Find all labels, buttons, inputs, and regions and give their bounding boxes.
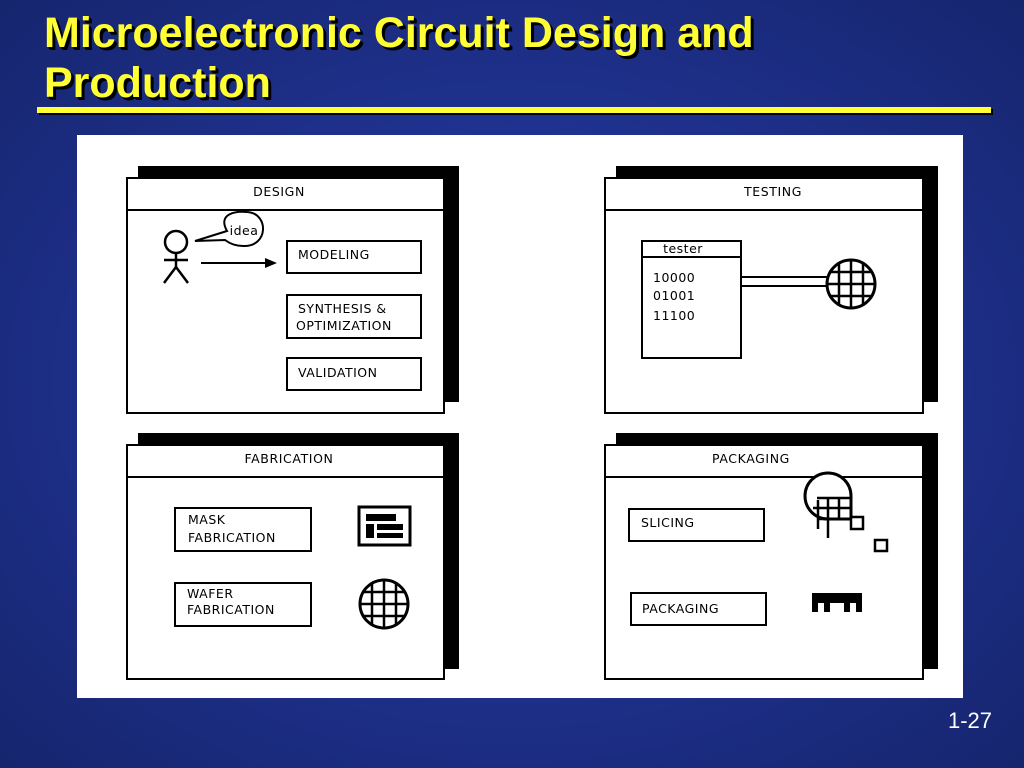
sliced-wafer-icon — [803, 471, 889, 553]
title-underline — [37, 107, 991, 113]
design-arrow — [201, 258, 277, 268]
modeling-label: MODELING — [298, 247, 370, 262]
mask-layout-icon — [357, 505, 412, 547]
validation-label: VALIDATION — [298, 365, 377, 380]
packaging-panel: PACKAGING SLICING PACKAGING — [604, 433, 938, 680]
wafer-label: WAFER — [187, 586, 234, 601]
idea-label: idea — [230, 223, 259, 238]
page-number: 1-27 — [947, 708, 992, 733]
tester-label: tester — [663, 241, 703, 256]
idea-bubble: idea — [194, 210, 264, 248]
testing-panel: TESTING tester 10000 01001 11100 — [604, 166, 938, 414]
wafer-grid-icon — [825, 258, 877, 310]
mask-label: MASK — [188, 512, 226, 527]
test-pattern: 01001 — [653, 288, 695, 303]
optimization-label: OPTIMIZATION — [296, 318, 392, 333]
fabrication-header: FABRICATION — [245, 451, 334, 466]
slide-title: Microelectronic Circuit Design and Produ… — [44, 9, 754, 107]
packaging-label: PACKAGING — [642, 601, 719, 616]
wafer-fabrication-label: FABRICATION — [187, 602, 275, 617]
packaging-header: PACKAGING — [712, 451, 790, 466]
mask-fabrication-label: FABRICATION — [188, 530, 276, 545]
design-header: DESIGN — [253, 184, 305, 199]
fabrication-panel: FABRICATION MASK FABRICATION WAFER FABRI… — [126, 433, 459, 680]
test-pattern: 10000 — [653, 270, 695, 285]
slicing-label: SLICING — [641, 515, 695, 530]
process-diagram: DESIGN idea MODELING SYNTHESIS & OPTIMIZ… — [77, 135, 963, 698]
test-pattern: 11100 — [653, 308, 695, 323]
testing-header: TESTING — [743, 184, 802, 199]
stick-figure-icon — [163, 229, 189, 284]
synthesis-label: SYNTHESIS & — [298, 301, 387, 316]
design-panel: DESIGN idea MODELING SYNTHESIS & OPTIMIZ… — [126, 166, 459, 414]
wafer-grid-icon — [358, 578, 410, 630]
chip-package-icon — [812, 593, 862, 612]
